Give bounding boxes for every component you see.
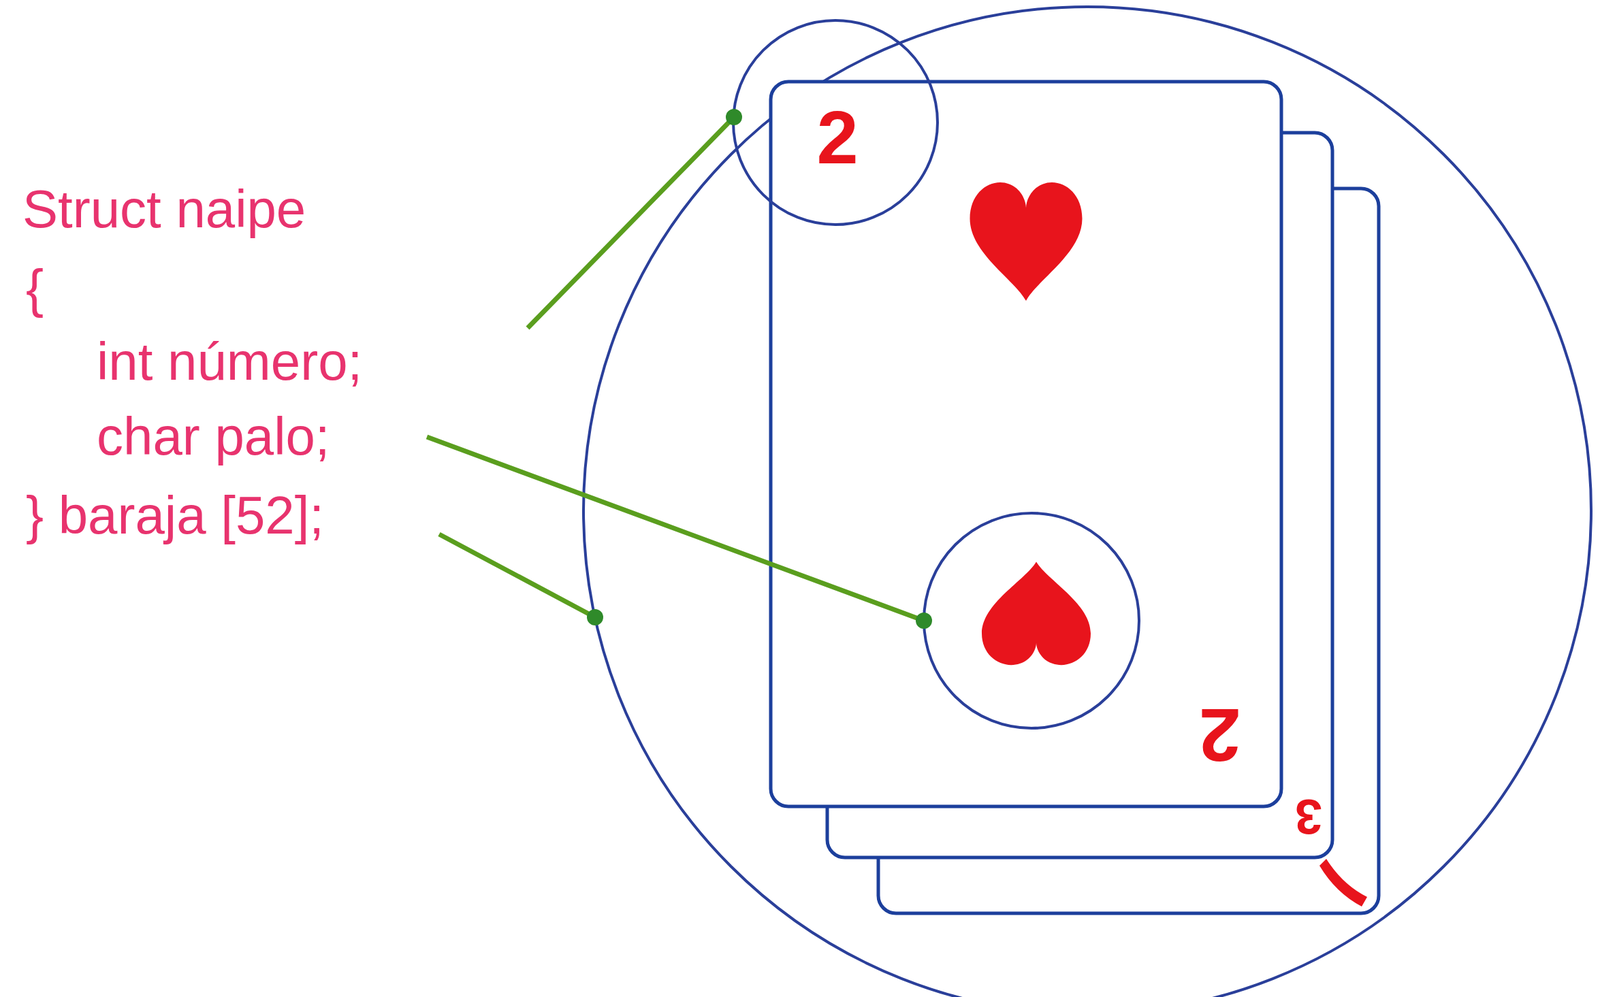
card-number: 3 xyxy=(1294,792,1323,842)
leader-dot xyxy=(586,609,604,626)
card-number: 2 xyxy=(816,100,858,175)
number-circle xyxy=(733,20,938,225)
front-card xyxy=(770,81,1282,807)
code-line: int número; xyxy=(96,334,363,389)
deck-circle xyxy=(583,6,1592,997)
leader-line xyxy=(527,117,734,329)
heart-symbol xyxy=(981,561,1091,666)
code-line: { xyxy=(25,262,44,316)
leader-line xyxy=(439,534,596,618)
leader-line xyxy=(426,437,924,621)
middle-card: 3 xyxy=(827,132,1333,858)
heart-symbol xyxy=(970,182,1083,301)
code-line: char palo; xyxy=(96,409,331,463)
suit-circle xyxy=(923,513,1140,729)
card-pip-fragment xyxy=(1319,859,1368,907)
code-line: Struct naipe xyxy=(22,182,306,236)
code-line: } baraja [52]; xyxy=(25,488,325,542)
leader-dot xyxy=(915,612,933,630)
card-number: 2 xyxy=(1198,697,1241,773)
leader-dot xyxy=(725,108,743,126)
front-card: 22 xyxy=(770,81,1282,807)
